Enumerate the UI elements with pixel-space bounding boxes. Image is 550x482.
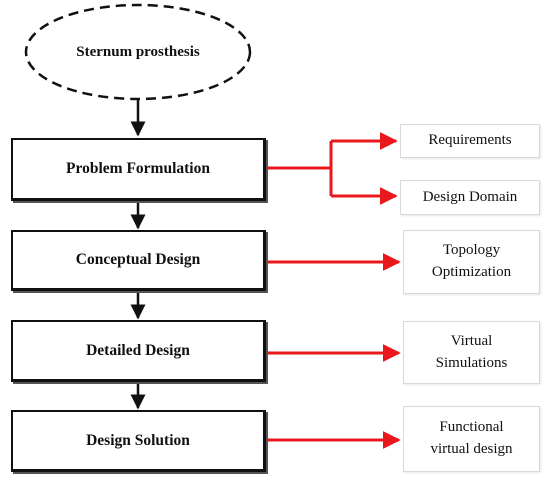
stage-detailed-design: Detailed Design (11, 320, 266, 382)
stage-conceptual-design: Conceptual Design (11, 230, 266, 291)
start-node-label: Sternum prosthesis (76, 43, 200, 60)
output-design-domain: Design Domain (400, 180, 540, 215)
branch-arrow-problem-formulation (266, 132, 398, 205)
output-topology-optimization: Topology Optimization (403, 230, 540, 294)
output-requirements: Requirements (400, 124, 540, 158)
stage-design-solution: Design Solution (11, 410, 266, 472)
start-ellipse (24, 3, 252, 101)
stage-problem-formulation: Problem Formulation (11, 138, 266, 201)
output-virtual-simulations: Virtual Simulations (403, 321, 540, 384)
output-functional-virtual-design: Functional virtual design (403, 406, 540, 472)
